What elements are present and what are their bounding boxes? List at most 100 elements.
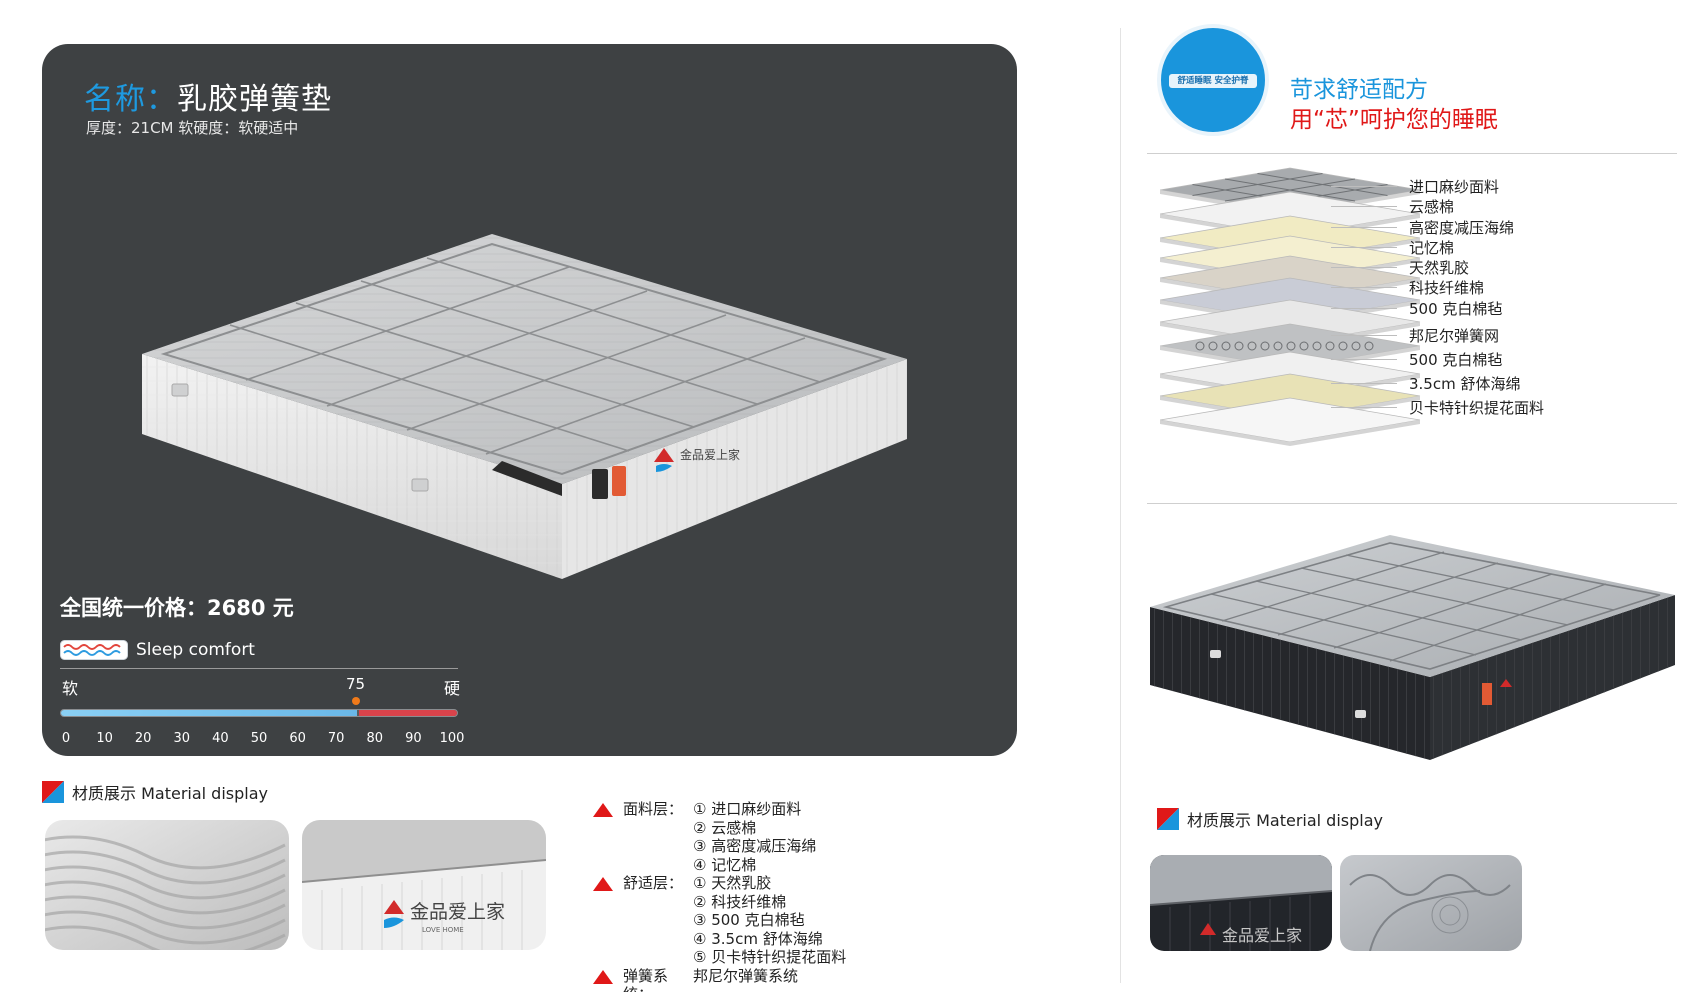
layer-item: ⑤ 贝卡特针织提花面料 <box>693 948 847 966</box>
comfort-value: 75 <box>345 675 366 693</box>
layer-group-category: 面料层： <box>623 800 684 818</box>
red-triangle-icon <box>593 877 613 891</box>
layer-label-row: 3.5cm 舒体海绵 <box>1331 373 1520 394</box>
red-triangle-icon <box>593 803 613 817</box>
leader-line <box>1331 383 1397 384</box>
photo-brand-text: 金品爱上家 <box>410 901 505 923</box>
comfort-divider <box>60 668 458 669</box>
product-panel: 名称：乳胶弹簧垫 厚度：21CM 软硬度：软硬适中 <box>42 44 1017 756</box>
soft-label: 软 <box>62 679 79 698</box>
comfort-tick-label: 100 <box>439 731 465 746</box>
layer-group-category: 舒适层： <box>623 874 684 892</box>
layer-label-row: 天然乳胶 <box>1331 257 1469 278</box>
material-flag-icon-right <box>1157 808 1179 830</box>
leader-line <box>1331 407 1397 408</box>
hero-brand-text: 金品爱上家 <box>680 447 740 462</box>
material-section-title: 材质展示 Material display <box>72 784 268 803</box>
product-name-label: 名称： <box>84 82 177 117</box>
layer-label-text: 进口麻纱面料 <box>1409 178 1500 196</box>
right-divider-middle <box>1147 503 1677 504</box>
layer-label-row: 贝卡特针织提花面料 <box>1331 397 1544 418</box>
exploded-layers-diagram <box>1160 167 1421 446</box>
leader-line <box>1331 267 1397 268</box>
layer-item: ① 进口麻纱面料 <box>693 800 802 818</box>
right-divider-top <box>1147 153 1677 154</box>
material-flag-icon <box>42 781 64 803</box>
layer-item: ② 云感棉 <box>693 818 757 837</box>
product-name-value: 乳胶弹簧垫 <box>177 82 332 117</box>
layer-label-text: 500 克白棉毡 <box>1409 300 1503 318</box>
comfort-label: Sleep comfort <box>136 640 255 660</box>
leader-line <box>1331 247 1397 248</box>
dark-photo-brand-text: 金品爱上家 <box>1222 926 1302 945</box>
layer-group: 弹簧系统： 邦尼尔弹簧系统 <box>593 967 846 992</box>
brand-badge-circle: 舒适睡眠 安全护脊 <box>1157 24 1269 136</box>
mattress-dark-image <box>1150 535 1675 760</box>
layer-label-row: 进口麻纱面料 <box>1331 176 1499 197</box>
comfort-bar-fill <box>61 710 357 716</box>
layer-label-row: 邦尼尔弹簧网 <box>1331 325 1499 346</box>
layer-label-text: 500 克白棉毡 <box>1409 351 1503 369</box>
layer-label-row: 科技纤维棉 <box>1331 277 1484 298</box>
layer-item: ③ 高密度减压海绵 <box>693 837 817 855</box>
fabric-closeup-photo-2: 金品爱上家 LOVE HOME <box>302 820 546 950</box>
layer-item: ③ 500 克白棉毡 <box>693 911 805 929</box>
layer-label-text: 科技纤维棉 <box>1409 279 1485 297</box>
layer-item: ② 科技纤维棉 <box>693 892 787 911</box>
dark-fabric-photo-1: 金品爱上家 <box>1150 855 1332 951</box>
photo-brand-sub: LOVE HOME <box>422 926 464 934</box>
exploded-layer <box>1160 397 1421 446</box>
comfort-marker-dot <box>351 697 360 705</box>
material-section-header: 材质展示 Material display <box>42 780 268 804</box>
layer-label-text: 邦尼尔弹簧网 <box>1409 327 1500 345</box>
comfort-tick-label: 70 <box>327 731 345 746</box>
layer-item: 邦尼尔弹簧系统 <box>693 966 799 985</box>
material-section-title-right: 材质展示 Material display <box>1187 811 1383 830</box>
dark-fabric-photo-2 <box>1340 855 1522 951</box>
comfort-bar-rest <box>358 710 457 716</box>
leader-line <box>1331 335 1397 336</box>
product-title: 名称：乳胶弹簧垫 <box>84 74 332 118</box>
layer-item: ① 天然乳胶 <box>693 874 772 892</box>
badge-text: 舒适睡眠 安全护脊 <box>1169 74 1257 88</box>
layer-item: ④ 记忆棉 <box>693 855 757 874</box>
leader-line <box>1331 186 1397 187</box>
leader-line <box>1331 287 1397 288</box>
column-divider <box>1120 28 1121 983</box>
layer-item: ④ 3.5cm 舒体海绵 <box>693 929 823 948</box>
leader-line <box>1331 308 1397 309</box>
slogan-line-1: 苛求舒适配方 <box>1290 77 1428 103</box>
hard-label: 硬 <box>443 679 460 698</box>
red-triangle-icon <box>593 969 613 984</box>
comfort-tick-label: 20 <box>134 731 152 746</box>
layer-label-text: 贝卡特针织提花面料 <box>1409 399 1545 417</box>
layer-label-text: 3.5cm 舒体海绵 <box>1409 375 1521 393</box>
comfort-tick-label: 60 <box>289 731 306 746</box>
layer-label-row: 记忆棉 <box>1331 237 1454 258</box>
slogan-line-2: 用“芯”呵护您的睡眠 <box>1290 107 1498 133</box>
product-specs: 厚度：21CM 软硬度：软硬适中 <box>86 119 299 137</box>
comfort-tick-label: 50 <box>250 731 268 746</box>
price-text: 全国统一价格：2680 元 <box>60 596 294 620</box>
layer-label-text: 高密度减压海绵 <box>1409 219 1515 237</box>
layer-label-text: 云感棉 <box>1409 198 1455 216</box>
layer-label-row: 云感棉 <box>1331 196 1454 217</box>
mattress-hero-image: 金品爱上家 <box>142 234 907 579</box>
exploded-layer <box>1160 167 1421 216</box>
comfort-tick-label: 30 <box>173 731 191 746</box>
layer-label-text: 天然乳胶 <box>1409 259 1470 277</box>
layer-group-category: 弹簧系统： <box>623 966 669 992</box>
layer-label-text: 记忆棉 <box>1409 239 1455 257</box>
comfort-tick-label: 0 <box>61 731 71 746</box>
comfort-tick-label: 10 <box>96 731 113 746</box>
comfort-wave-icon <box>60 640 128 660</box>
layer-label-row: 500 克白棉毡 <box>1331 349 1502 370</box>
leader-line <box>1331 227 1397 228</box>
material-section-header-right: 材质展示 Material display <box>1157 807 1383 831</box>
leader-line <box>1331 359 1397 360</box>
layer-label-row: 500 克白棉毡 <box>1331 298 1502 319</box>
